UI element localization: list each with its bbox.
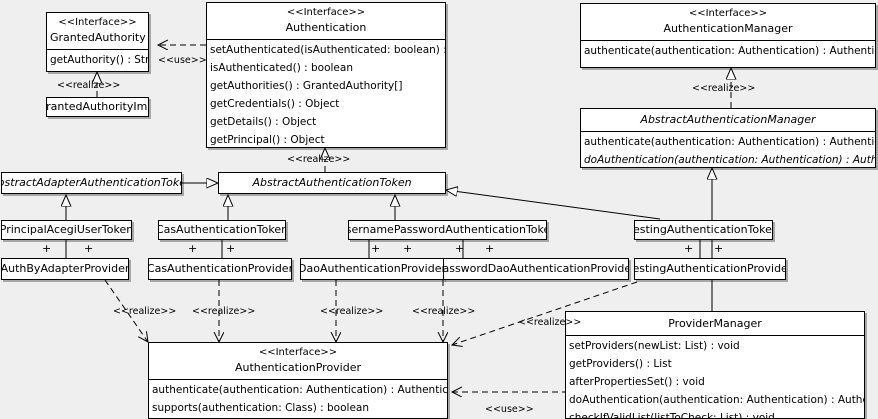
edge-label-use-providermanager-authenticationprovider: <<use>>: [485, 404, 534, 415]
class-box-provider-manager[interactable]: ProviderManager setProviders(newList: Li…: [565, 311, 865, 419]
edge-label-realize-passworddaoauthenticationprovider: <<realize>>: [412, 306, 476, 317]
edge-label-realize-testingauthenticationprovider: <<realize>>: [518, 317, 582, 328]
method-getauthority: getAuthority() : String: [50, 54, 149, 66]
method-authenticate: authenticate(authentication: Authenticat…: [584, 45, 876, 57]
edge-label-use-authentication-grantedauthority: <<use>>: [158, 55, 207, 66]
edge-label-realize-casauthenticationprovider: <<realize>>: [192, 306, 256, 317]
method-authenticate: authenticate(authentication: Authenticat…: [152, 384, 448, 396]
compartment-divider: [581, 40, 875, 41]
class-box-testing-authentication-provider[interactable]: TestingAuthenticationProvider: [634, 258, 786, 280]
class-name-password-dao-authentication-provider: PasswordDaoAuthenticationProvider: [443, 262, 629, 275]
method-getdetails: getDetails() : Object: [210, 116, 317, 128]
class-name-provider-manager: ProviderManager: [668, 317, 762, 330]
method-authenticate: authenticate(authentication: Authenticat…: [584, 136, 876, 148]
method-compartment-authentication-manager: authenticate(authentication: Authenticat…: [581, 41, 875, 60]
class-box-dao-authentication-provider[interactable]: DaoAuthenticationProvider: [300, 258, 444, 280]
method-setproviders: setProviders(newList: List) : void: [569, 340, 740, 352]
assoc-marker-plus: +: [714, 242, 724, 255]
method-compartment-authentication: setAuthenticated(isAuthenticated: boolea…: [207, 40, 445, 147]
class-box-granted-authority[interactable]: <<Interface>> GrantedAuthority getAuthor…: [46, 12, 149, 72]
compartment-divider: [149, 379, 447, 380]
edge-generalize-testingauthenticationtoken-to-abstractauthenticationtoken: [446, 190, 661, 220]
class-box-authentication[interactable]: <<Interface>> Authentication setAuthenti…: [206, 2, 446, 148]
method-isauthenticated: isAuthenticated() : boolean: [210, 62, 353, 74]
edge-label-realize-daoauthenticationprovider: <<realize>>: [320, 306, 384, 317]
method-compartment-provider-manager: setProviders(newList: List) : void getPr…: [566, 336, 864, 419]
stereotype-interface: <<Interface>>: [688, 8, 768, 19]
method-compartment-authentication-provider: authenticate(authentication: Authenticat…: [149, 380, 447, 417]
assoc-marker-plus: +: [403, 242, 413, 255]
class-box-username-password-authentication-token[interactable]: UsernamePasswordAuthenticationToken: [348, 220, 547, 240]
class-box-abstract-adapter-authentication-token[interactable]: AbstractAdapterAuthenticationToken: [1, 172, 182, 194]
method-compartment-abstract-authentication-manager: authenticate(authentication: Authenticat…: [581, 132, 876, 167]
class-name-abstract-adapter-authentication-token: AbstractAdapterAuthenticationToken: [2, 176, 181, 189]
class-name-username-password-authentication-token: UsernamePasswordAuthenticationToken: [348, 223, 547, 236]
method-compartment-granted-authority: getAuthority() : String: [47, 50, 148, 69]
compartment-divider: [207, 39, 445, 40]
class-box-cas-authentication-token[interactable]: CasAuthenticationToken: [158, 220, 286, 240]
assoc-marker-plus: +: [684, 242, 694, 255]
method-doauthentication: doAuthentication(authentication: Authent…: [584, 154, 875, 166]
edge-label-realize-grantedauthorityimpl: <<realize>>: [57, 80, 121, 91]
class-box-authentication-provider[interactable]: <<Interface>> AuthenticationProvider aut…: [148, 342, 448, 419]
class-name-authentication-provider: AuthenticationProvider: [234, 361, 362, 374]
stereotype-interface: <<Interface>>: [58, 17, 137, 28]
method-checkifvalidlist: checkIfValidList(listToCheck: List) : vo…: [569, 412, 775, 419]
class-name-granted-authority: GrantedAuthority: [50, 31, 146, 44]
class-box-cas-authentication-provider[interactable]: CasAuthenticationProvider: [148, 258, 292, 280]
class-box-abstract-authentication-token[interactable]: AbstractAuthenticationToken: [218, 172, 446, 194]
method-getproviders: getProviders() : List: [569, 358, 672, 370]
class-header-authentication-manager: <<Interface>> AuthenticationManager: [581, 4, 875, 40]
assoc-marker-plus: +: [226, 242, 236, 255]
class-name-granted-authority-impl: GrantedAuthorityImpl: [46, 100, 148, 113]
assoc-marker-plus: +: [485, 242, 495, 255]
class-box-abstract-authentication-manager[interactable]: AbstractAuthenticationManager authentica…: [580, 108, 876, 168]
stereotype-interface: <<Interface>>: [286, 7, 366, 18]
class-name-cas-authentication-token: CasAuthenticationToken: [158, 223, 286, 236]
assoc-marker-plus: +: [42, 242, 52, 255]
assoc-marker-plus: +: [188, 242, 198, 255]
method-supports: supports(authentication: Class) : boolea…: [152, 402, 369, 414]
class-box-testing-authentication-token[interactable]: TestingAuthenticationToken: [634, 220, 773, 240]
class-header-authentication-provider: <<Interface>> AuthenticationProvider: [149, 343, 447, 379]
compartment-divider: [566, 335, 864, 336]
compartment-divider: [581, 131, 875, 132]
class-box-principal-acegi-user-token[interactable]: PrincipalAcegiUserToken: [1, 220, 132, 240]
method-setauthenticated: setAuthenticated(isAuthenticated: boolea…: [210, 44, 445, 56]
assoc-marker-plus: +: [371, 242, 381, 255]
method-getcredentials: getCredentials() : Object: [210, 98, 340, 110]
method-doauthentication: doAuthentication(authentication: Authent…: [569, 394, 864, 406]
class-name-principal-acegi-user-token: PrincipalAcegiUserToken: [1, 223, 132, 236]
class-name-auth-by-adapter-provider: AuthByAdapterProvider: [1, 262, 129, 275]
class-name-abstract-authentication-token: AbstractAuthenticationToken: [252, 176, 412, 189]
stereotype-interface: <<Interface>>: [258, 347, 338, 358]
class-name-testing-authentication-token: TestingAuthenticationToken: [634, 223, 773, 236]
method-getauthorities: getAuthorities() : GrantedAuthority[]: [210, 80, 403, 92]
class-box-password-dao-authentication-provider[interactable]: PasswordDaoAuthenticationProvider: [443, 258, 629, 280]
class-box-authentication-manager[interactable]: <<Interface>> AuthenticationManager auth…: [580, 3, 876, 68]
compartment-divider: [47, 49, 148, 50]
class-name-cas-authentication-provider: CasAuthenticationProvider: [148, 262, 292, 275]
edge-label-realize-authbyadapterprovider: <<realize>>: [113, 306, 177, 317]
class-header-provider-manager: ProviderManager: [566, 312, 864, 335]
class-name-authentication: Authentication: [285, 21, 367, 34]
class-name-testing-authentication-provider: TestingAuthenticationProvider: [634, 262, 786, 275]
class-box-granted-authority-impl[interactable]: GrantedAuthorityImpl: [46, 97, 149, 117]
class-header-abstract-authentication-manager: AbstractAuthenticationManager: [581, 109, 875, 131]
class-box-auth-by-adapter-provider[interactable]: AuthByAdapterProvider: [1, 258, 129, 280]
assoc-marker-plus: +: [455, 242, 465, 255]
class-name-abstract-authentication-manager: AbstractAuthenticationManager: [640, 113, 816, 126]
method-getprincipal: getPrincipal() : Object: [210, 134, 325, 146]
class-name-dao-authentication-provider: DaoAuthenticationProvider: [300, 262, 444, 275]
assoc-marker-plus: +: [84, 242, 94, 255]
class-name-authentication-manager: AuthenticationManager: [663, 22, 793, 35]
edge-label-realize-abstractauthenticationtoken: <<realize>>: [287, 154, 351, 165]
edge-label-realize-abstractauthenticationmanager: <<realize>>: [692, 83, 756, 94]
class-header-granted-authority: <<Interface>> GrantedAuthority: [47, 13, 148, 49]
method-afterpropertiesset: afterPropertiesSet() : void: [569, 376, 705, 388]
class-header-authentication: <<Interface>> Authentication: [207, 3, 445, 39]
